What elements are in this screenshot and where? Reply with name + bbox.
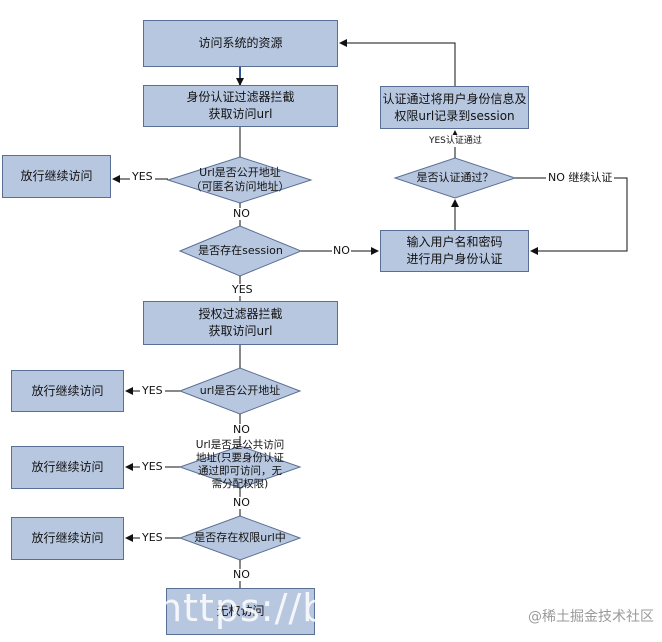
diamond-is-public-url (166, 156, 313, 204)
diamond-has-permission (178, 515, 302, 561)
diamond-session-exists-text: 是否存在session (198, 244, 283, 257)
edge-authpassed-no (515, 177, 628, 255)
diamond-url-common-text: Url是否是公共访问 地址(只要身份认证 通过即可访问，无 需分配权限) (195, 439, 285, 490)
box-authz-filter: 授权过滤器拦截 获取访问url (143, 301, 338, 345)
box-auth-filter: 身份认证过滤器拦截 获取访问url (143, 85, 338, 127)
label-no-4: NO (232, 568, 251, 581)
edge-record-to-resource (339, 39, 456, 86)
label-no-3: NO (232, 496, 251, 509)
watermark-site: @稀土掘金技术社区 (528, 609, 654, 625)
label-no-2: NO (232, 423, 251, 436)
label-yes-2: YES (140, 384, 165, 397)
label-yes-4: YES (140, 531, 165, 544)
label-yes-3: YES (140, 460, 165, 473)
watermark-url: https://blo (158, 586, 364, 630)
box-access-resource: 访问系统的资源 (143, 20, 338, 67)
box-allow-3: 放行继续访问 (11, 446, 124, 489)
diamond-has-permission-text: 是否存在权限url中 (194, 531, 286, 544)
box-allow-2: 放行继续访问 (11, 370, 124, 412)
box-allow-4: 放行继续访问 (11, 517, 124, 560)
diamond-auth-passed-text: 是否认证通过？ (416, 171, 494, 184)
label-yes-session: YES (231, 283, 254, 296)
box-input-credentials: 输入用户名和密码 进行用户身份认证 (380, 230, 529, 272)
label-no-1: NO (232, 207, 251, 220)
label-yes-1: YES (130, 170, 155, 183)
label-yes-auth: YES认证通过 (428, 135, 483, 147)
box-record-session: 认证通过将用户身份信息及 权限url记录到session (380, 86, 529, 129)
diamond-is-public-url-text: Url是否公开地址 （可匿名访问地址） (190, 166, 290, 193)
box-allow-1: 放行继续访问 (2, 155, 111, 198)
diamond-url-public2-text: url是否公开地址 (199, 384, 281, 397)
label-no-session: NO (332, 244, 351, 257)
label-no-auth: NO 继续认证 (546, 171, 615, 184)
diamond-url-common (178, 445, 302, 489)
diamond-url-public2 (178, 367, 302, 415)
box-no-permission: 无权访问 (166, 588, 315, 635)
